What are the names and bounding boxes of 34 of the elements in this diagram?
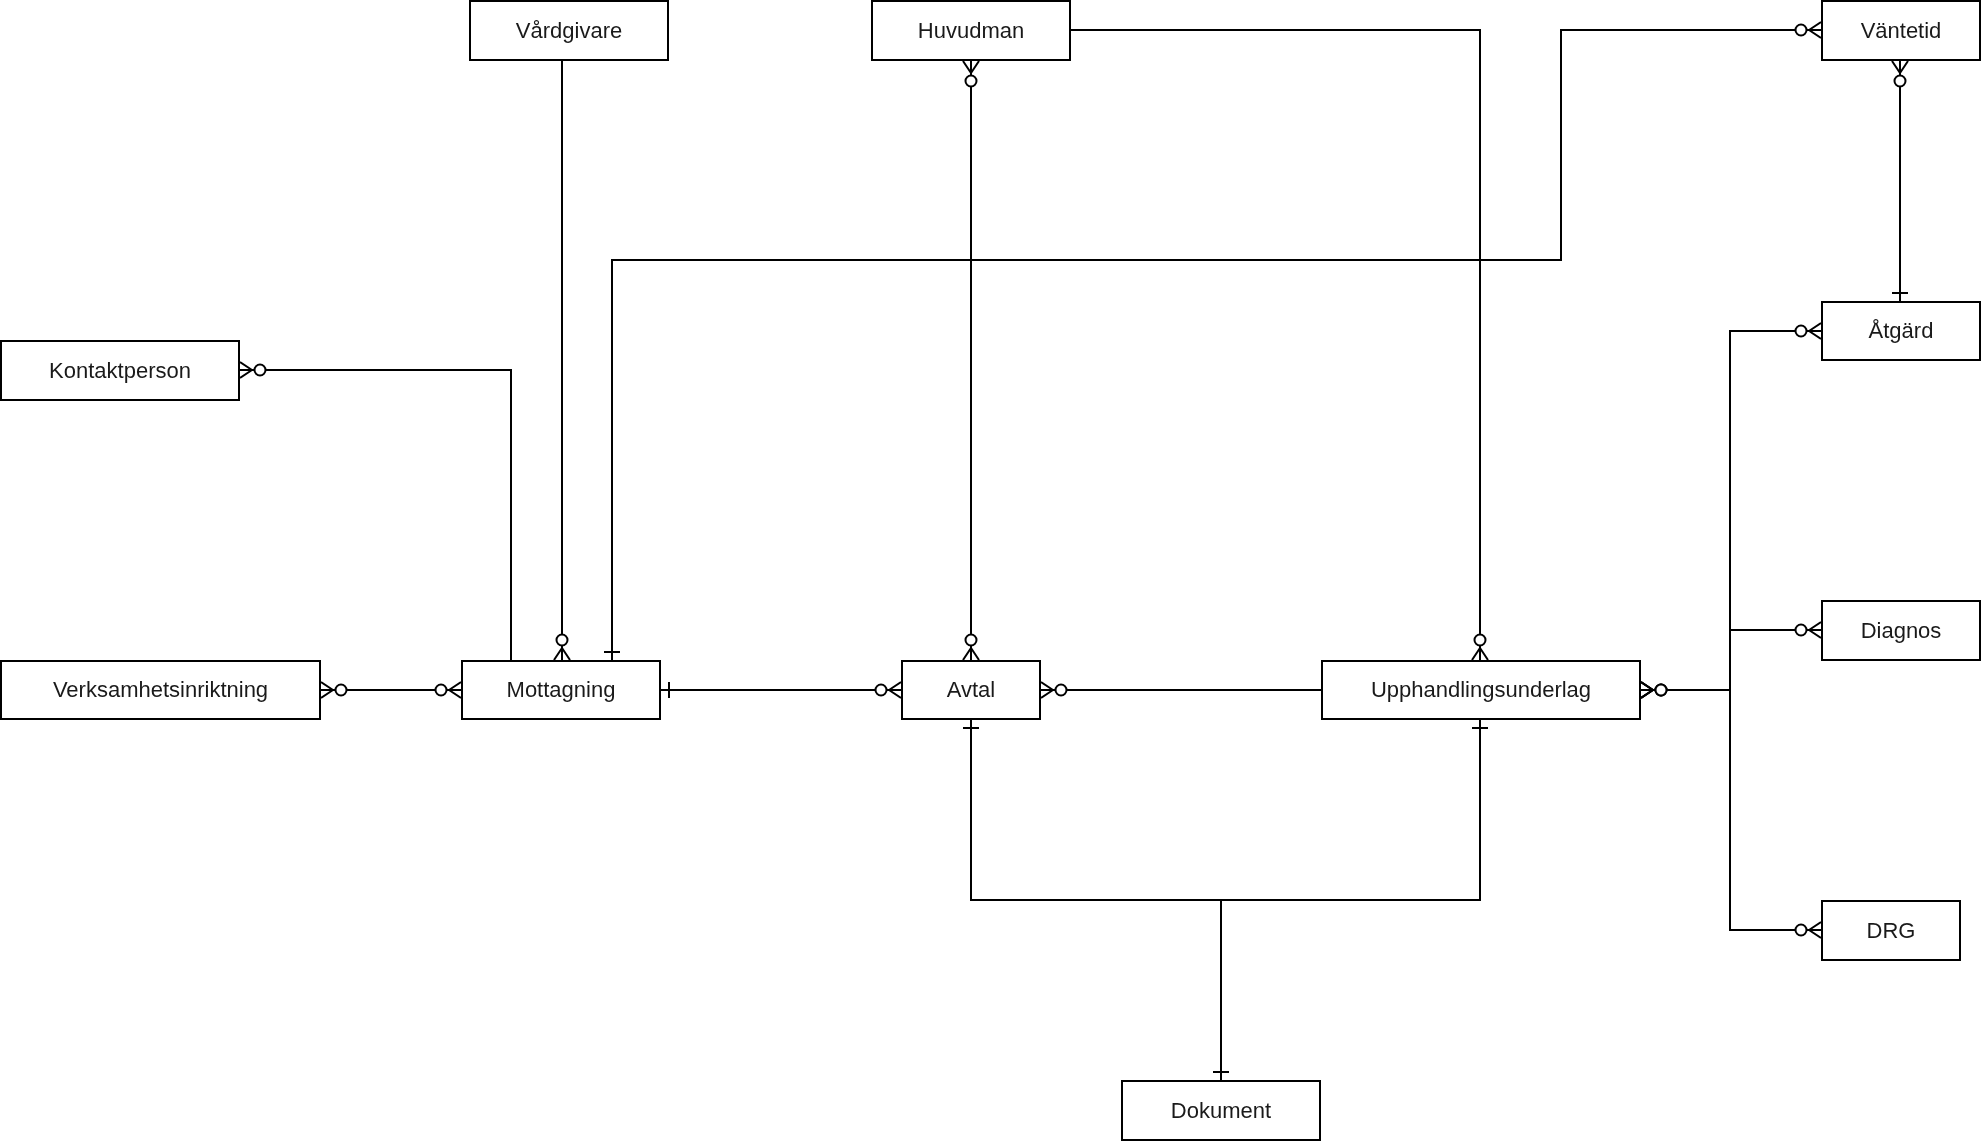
entity-box [461,660,661,720]
entity-name: Huvudman [917,17,1025,44]
relationship-line [1040,681,1322,699]
entity-name: Väntetid [1860,17,1942,44]
entity-box [1121,1080,1321,1141]
relationship-line [660,681,902,699]
entity-box [1821,0,1981,61]
entity-box [0,660,321,720]
entity-name: Kontaktperson [49,357,191,384]
relationship-line [962,60,980,661]
entity-name: Upphandlingsunderlag [1370,677,1592,703]
entity-name: Mottagning [506,677,616,703]
entity-box [1821,301,1981,361]
relationship-line [239,361,512,661]
entity-name: Avtal [946,677,996,703]
entity-box [1821,900,1961,961]
entity-box [1321,660,1641,720]
entity-name: Diagnos [1860,617,1942,644]
entity-name: Verksamhetsinriktning [52,677,269,703]
entity-box [871,0,1071,61]
relationship-line [1070,29,1489,661]
relationship-line [1640,681,1822,939]
entity-name: Åtgärd [1868,318,1934,344]
relationship-line [320,681,462,699]
relationship-line [553,60,571,661]
entity-name: DRG [1866,917,1916,944]
entity-name: Vårdgivare [515,17,623,44]
entity-box [0,340,240,401]
relationship-line [1891,60,1909,302]
entity-box [1821,600,1981,661]
relationship-line [603,21,1822,661]
entity-name: Dokument [1170,1097,1272,1124]
entity-box [469,0,669,61]
entity-box [901,660,1041,720]
